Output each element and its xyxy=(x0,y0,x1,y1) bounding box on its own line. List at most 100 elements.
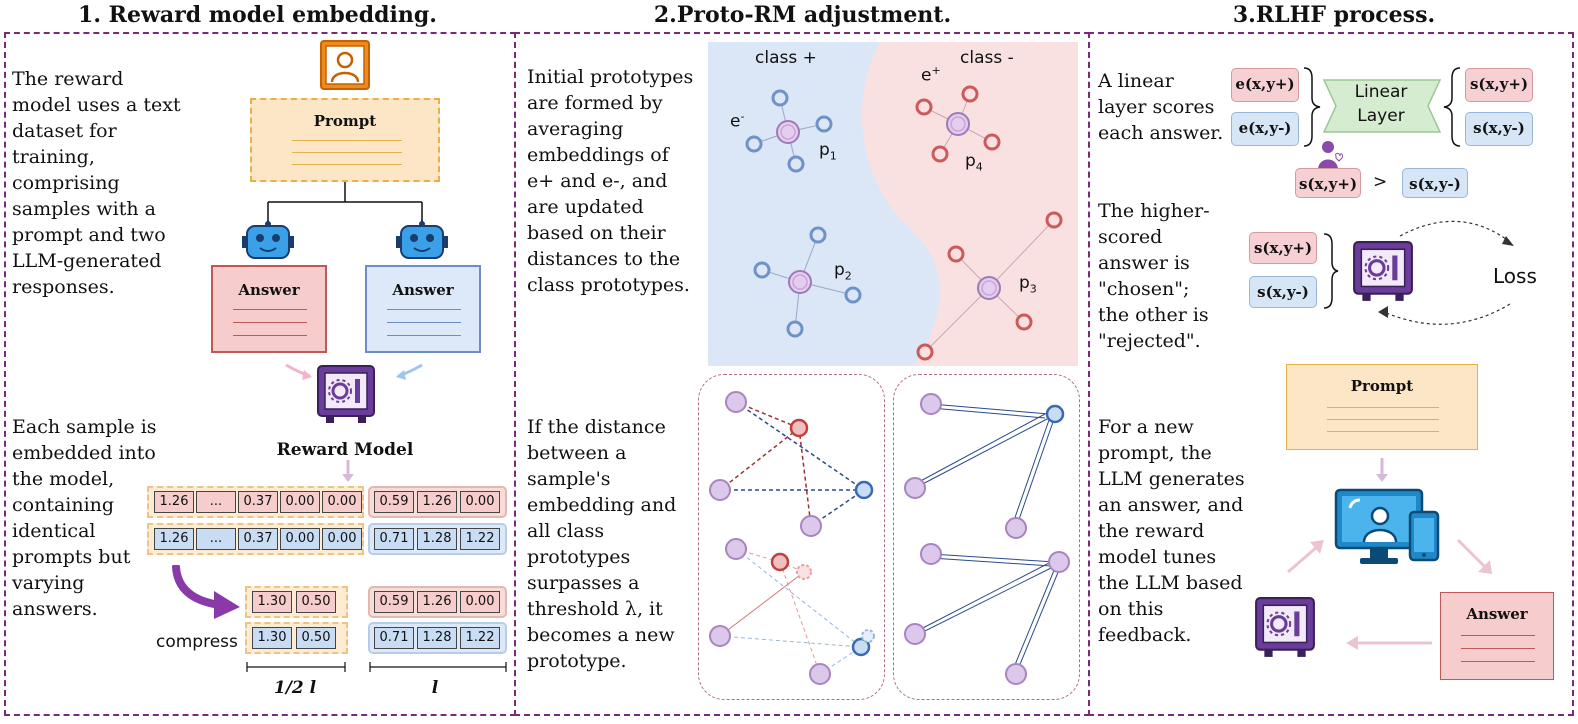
embedding-cell: 0.71 xyxy=(374,528,414,550)
score-negative-box: s(x,y-) xyxy=(1465,112,1533,146)
panel2-text-bottom: If the distance between a sample's embed… xyxy=(527,416,677,672)
loss-score-negative-box: s(x,y-) xyxy=(1249,276,1317,308)
linear-layer-shape xyxy=(1322,79,1442,133)
prompt-line xyxy=(292,140,402,141)
embedding-cell: 1.26 xyxy=(154,528,194,550)
embedding-cell: ... xyxy=(196,528,236,550)
embedding-cell: 0.00 xyxy=(322,528,362,550)
embedding-cell: 0.00 xyxy=(322,491,362,513)
reward-model-label: Reward Model xyxy=(276,440,414,460)
answer-line xyxy=(233,322,307,323)
answer-line xyxy=(1461,661,1535,662)
panel3-text-top: A linear layer scores each answer. xyxy=(1098,70,1224,144)
panel3-text-mid: The higher-scored answer is "chosen"; th… xyxy=(1098,200,1210,352)
panel3-text-bottom: For a new prompt, the LLM generates an a… xyxy=(1098,416,1245,646)
score-positive-box: s(x,y+) xyxy=(1465,68,1533,102)
embedding-cell: 0.00 xyxy=(280,491,320,513)
linear-layer-label: Linear Layer xyxy=(1354,82,1408,126)
embedding-cell: 1.22 xyxy=(460,528,500,550)
e-minus-label: e- xyxy=(730,110,745,132)
embedding-cell: 0.37 xyxy=(238,528,278,550)
embedding-cell: 1.28 xyxy=(417,528,457,550)
embedding-cell: 1.26 xyxy=(154,491,194,513)
class-positive-label: class + xyxy=(755,48,817,68)
class-negative-label: class - xyxy=(960,48,1014,68)
bracket-icon xyxy=(1303,67,1321,147)
new-prototype-box-right xyxy=(893,374,1080,700)
loss-score-positive-box: s(x,y+) xyxy=(1249,232,1317,264)
embedding-cell: 0.59 xyxy=(374,591,414,613)
panel1-connectors xyxy=(242,182,448,380)
answer-label: Answer xyxy=(238,281,300,299)
reward-model-icon xyxy=(1353,241,1413,301)
bracket-icon xyxy=(1443,67,1461,147)
new-prototype-box-left xyxy=(698,374,885,700)
answer-line xyxy=(387,322,461,323)
dimension-brackets xyxy=(246,662,507,672)
down-arrow-icon xyxy=(1376,458,1388,482)
to-reward-model-arrow-icon xyxy=(1346,636,1432,650)
embedding-cell: 0.00 xyxy=(280,528,320,550)
panel2-title: 2.Proto-RM adjustment. xyxy=(653,2,952,28)
embedding-negative-box: e(x,y-) xyxy=(1231,112,1299,146)
human-evaluator-icon xyxy=(1318,141,1344,170)
to-answer-arrow-icon xyxy=(1456,538,1492,574)
answer-label: Answer xyxy=(392,281,454,299)
answer-box-rejected: Answer xyxy=(365,265,481,353)
answer-line xyxy=(233,335,307,336)
compare-positive-box: s(x,y+) xyxy=(1295,168,1361,198)
e-plus-label: e+ xyxy=(921,64,941,86)
embedding-cell: 0.00 xyxy=(460,591,500,613)
prompt-line xyxy=(1327,419,1439,420)
user-icon xyxy=(320,40,370,90)
reward-model-icon xyxy=(1255,597,1315,657)
rlhf-prompt-box: Prompt xyxy=(1286,364,1478,450)
embedding-cell: 1.30 xyxy=(252,591,292,613)
reward-model-icon xyxy=(317,365,375,423)
panel3-frame xyxy=(1088,32,1574,716)
embedding-cell: 0.37 xyxy=(238,491,278,513)
prompt-line xyxy=(1327,431,1439,432)
embedding-cell: 0.50 xyxy=(296,627,336,649)
prompt-label: Prompt xyxy=(1350,377,1414,395)
compress-arrow-icon xyxy=(172,565,240,619)
panel3-title: 3.RLHF process. xyxy=(1232,2,1436,28)
embedding-cell: 1.22 xyxy=(460,627,500,649)
robot-icon xyxy=(242,220,294,259)
panel2-text-top: Initial prototypes are formed by averagi… xyxy=(527,66,694,296)
embedding-cell: 1.28 xyxy=(417,627,457,649)
dimension-half-label: 1/2 l xyxy=(273,678,317,698)
embedding-positive-box: e(x,y+) xyxy=(1231,68,1299,102)
prototype-p3-label: p3 xyxy=(1019,273,1037,296)
embedding-cell: 0.50 xyxy=(296,591,336,613)
embedding-cell: 1.26 xyxy=(417,491,457,513)
down-arrow-icon xyxy=(342,460,354,482)
answer-box-chosen: Answer xyxy=(211,265,327,353)
compress-label: compress xyxy=(156,632,238,652)
prompt-line xyxy=(292,152,402,153)
prototype-p1-label: p1 xyxy=(819,140,837,163)
panel1-text-top: The reward model uses a text dataset for… xyxy=(12,68,181,298)
prototype-p4-label: p4 xyxy=(965,151,983,174)
bracket-icon xyxy=(1323,233,1339,309)
rlhf-answer-box: Answer xyxy=(1440,592,1554,680)
panel1-title: 1. Reward model embedding. xyxy=(78,2,437,28)
compare-negative-box: s(x,y-) xyxy=(1402,168,1468,198)
prompt-box: Prompt xyxy=(250,98,440,182)
answer-line xyxy=(233,309,307,310)
embedding-cell: 0.71 xyxy=(374,627,414,649)
embedding-cell: 0.59 xyxy=(374,491,414,513)
to-llm-arrow-icon xyxy=(1287,540,1324,574)
answer-line xyxy=(387,335,461,336)
answer-line xyxy=(387,309,461,310)
embedding-cell: 1.30 xyxy=(252,627,292,649)
answer-line xyxy=(1461,648,1535,649)
answer-label: Answer xyxy=(1466,605,1528,623)
robot-icon xyxy=(396,220,448,259)
embedding-cell: 1.26 xyxy=(417,591,457,613)
prototype-p2-label: p2 xyxy=(834,260,852,283)
prompt-label: Prompt xyxy=(313,112,377,130)
loss-label: Loss xyxy=(1493,264,1537,288)
prompt-line xyxy=(292,164,402,165)
feedback-loop-arrows xyxy=(1378,220,1514,325)
